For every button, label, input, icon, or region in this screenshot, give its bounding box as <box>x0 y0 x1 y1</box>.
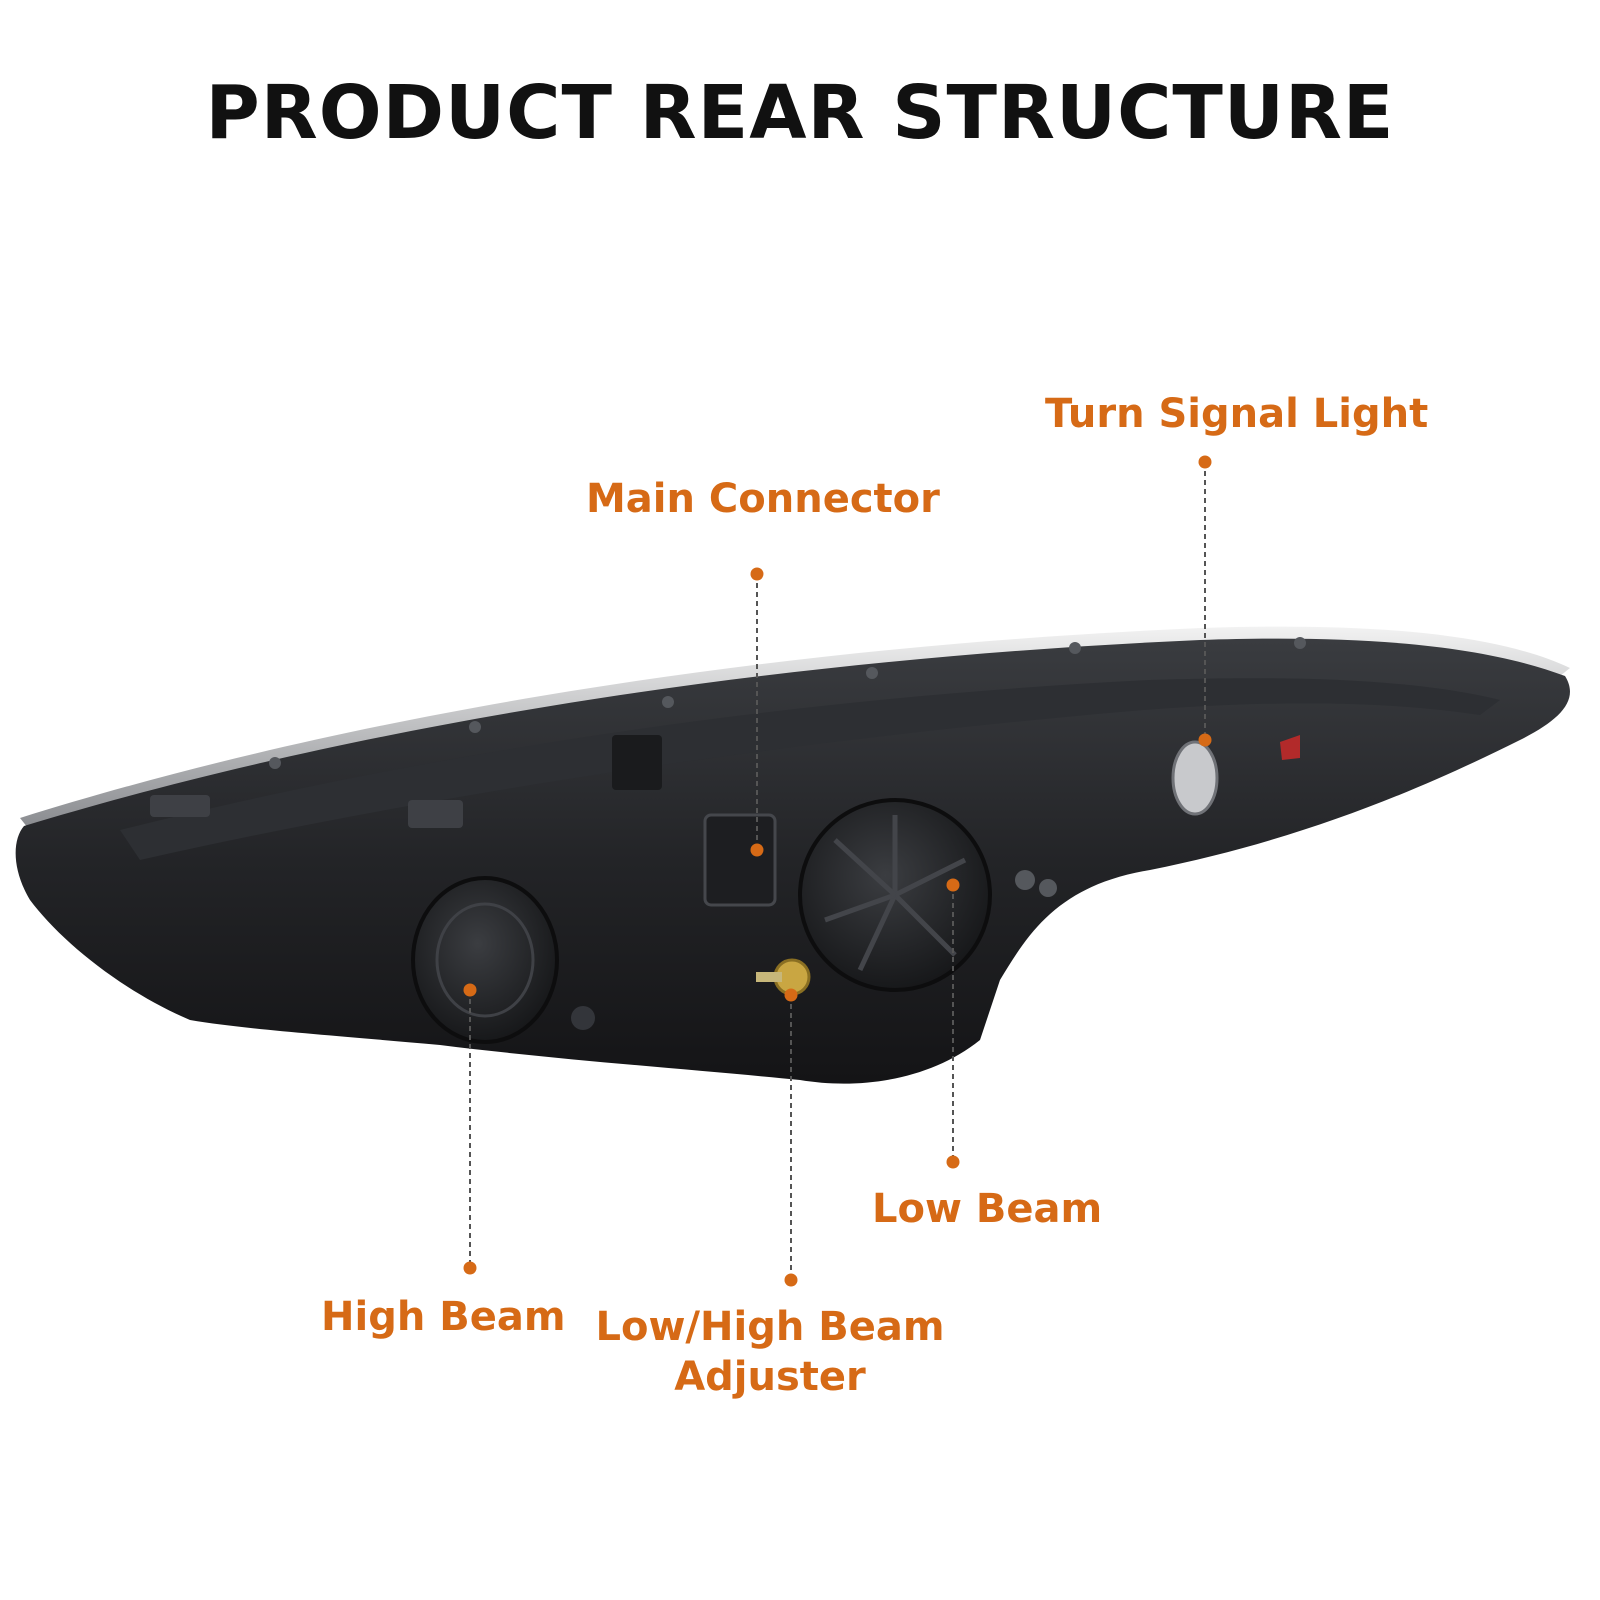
housing-rim <box>20 626 1570 828</box>
callout-dots <box>463 455 1212 1287</box>
main-connector-label: Main Connector <box>586 476 940 522</box>
beam-adjuster-label: Low/High Beam Adjuster <box>590 1302 950 1402</box>
beam-adjuster-label-line1: Low/High Beam <box>595 1304 945 1350</box>
housing-top-panel <box>120 678 1500 860</box>
turn-signal-label: Turn Signal Light <box>1045 391 1429 437</box>
beam-adjuster-label-line2: Adjuster <box>674 1354 866 1400</box>
left-mount-tab <box>150 795 210 817</box>
page-title: PRODUCT REAR STRUCTURE <box>205 70 1395 156</box>
rim-screws <box>269 637 1306 769</box>
high-beam-label: High Beam <box>321 1294 566 1340</box>
callout-lines <box>469 462 1206 1280</box>
main-connector-block <box>703 813 777 907</box>
high-beam-cap <box>411 876 559 1044</box>
housing-body <box>15 638 1570 1084</box>
turn-signal-socket <box>1171 740 1219 816</box>
low-beam-label: Low Beam <box>872 1186 1103 1232</box>
